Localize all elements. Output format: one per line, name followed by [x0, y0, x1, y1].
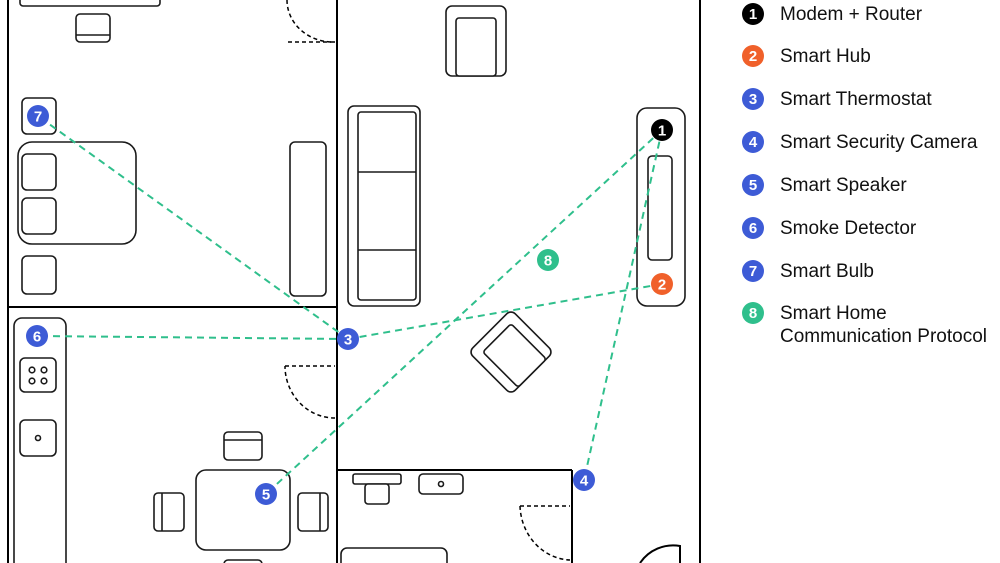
tv-screen — [647, 155, 673, 261]
marker-circle — [651, 119, 673, 141]
legend-badge-5: 5 — [742, 174, 764, 196]
furniture — [13, 0, 686, 563]
connection-2-3 — [347, 283, 663, 340]
marker-circle — [255, 483, 277, 505]
door-middle — [284, 365, 336, 419]
marker-3: 3 — [337, 328, 359, 350]
marker-5: 5 — [255, 483, 277, 505]
legend-label-4: Smart Security Camera — [780, 132, 978, 153]
legend-item-7: 7 Smart Bulb — [742, 260, 1000, 283]
marker-number: 5 — [262, 487, 270, 504]
legend-label-3: Smart Thermostat — [780, 89, 932, 110]
door-kitchen — [519, 505, 571, 561]
stool-top-left — [75, 13, 111, 43]
marker-number: 4 — [580, 473, 589, 490]
legend-label-8: Smart Home Communication Protocol — [780, 303, 987, 347]
marker-4: 4 — [573, 469, 595, 491]
bathtub — [340, 547, 448, 563]
marker-circle — [337, 328, 359, 350]
marker-circle — [27, 105, 49, 127]
chair-right — [297, 492, 329, 532]
pillow-1 — [21, 153, 57, 191]
legend-label-6: Smoke Detector — [780, 218, 917, 239]
armchair-rotated — [470, 311, 552, 393]
legend-item-8: 8 Smart Home Communication Protocol — [742, 302, 1000, 348]
legend-badge-6: 6 — [742, 217, 764, 239]
legend-item-1: 1 Modem + Router — [742, 3, 1000, 26]
legend-item-3: 3 Smart Thermostat — [742, 88, 1000, 111]
marker-circle — [651, 273, 673, 295]
pillow-2 — [21, 197, 57, 235]
connection-3-6 — [36, 335, 349, 340]
legend-item-6: 6 Smoke Detector — [742, 217, 1000, 240]
marker-circle — [26, 325, 48, 347]
connection-3-7 — [37, 115, 349, 340]
chair-top — [223, 431, 263, 461]
marker-6: 6 — [26, 325, 48, 347]
marker-8: 8 — [537, 249, 559, 271]
bedroom-cushion — [21, 255, 57, 295]
legend-label-2: Smart Hub — [780, 46, 871, 67]
marker-number: 7 — [34, 109, 42, 126]
marker-7: 7 — [27, 105, 49, 127]
marker-circle — [573, 469, 595, 491]
legend-item-5: 5 Smart Speaker — [742, 174, 1000, 197]
chair-left — [153, 492, 185, 532]
marker-1: 1 — [651, 119, 673, 141]
legend-item-2: 2 Smart Hub — [742, 45, 1000, 68]
legend-label-7: Smart Bulb — [780, 261, 874, 282]
legend-badge-8: 8 — [742, 302, 764, 324]
marker-circle — [537, 249, 559, 271]
legend-badge-2: 2 — [742, 45, 764, 67]
toilet — [364, 483, 390, 505]
wardrobe — [289, 141, 327, 297]
marker-number: 1 — [658, 123, 666, 140]
legend-item-4: 4 Smart Security Camera — [742, 131, 1000, 154]
marker-number: 2 — [658, 277, 666, 294]
legend-badge-7: 7 — [742, 260, 764, 282]
markers: 1 2 3 4 5 6 7 8 — [26, 105, 673, 505]
door-bottom-right — [639, 544, 681, 563]
door-top — [286, 0, 336, 43]
marker-number: 8 — [544, 253, 552, 270]
legend-label-1: Modem + Router — [780, 4, 923, 25]
marker-number: 6 — [33, 329, 41, 346]
dining-table — [195, 469, 291, 551]
marker-2: 2 — [651, 273, 673, 295]
legend-badge-3: 3 — [742, 88, 764, 110]
connections — [36, 115, 663, 495]
marker-number: 3 — [344, 332, 352, 349]
stove — [19, 357, 57, 393]
legend-label-5: Smart Speaker — [780, 175, 907, 196]
walls — [7, 0, 701, 563]
chair-bottom — [223, 559, 263, 563]
legend-badge-1: 1 — [742, 3, 764, 25]
bathroom-counter — [352, 473, 402, 485]
legend-badge-4: 4 — [742, 131, 764, 153]
desk-top-left — [19, 0, 161, 7]
doors — [284, 0, 571, 561]
connection-1-5 — [265, 129, 663, 495]
